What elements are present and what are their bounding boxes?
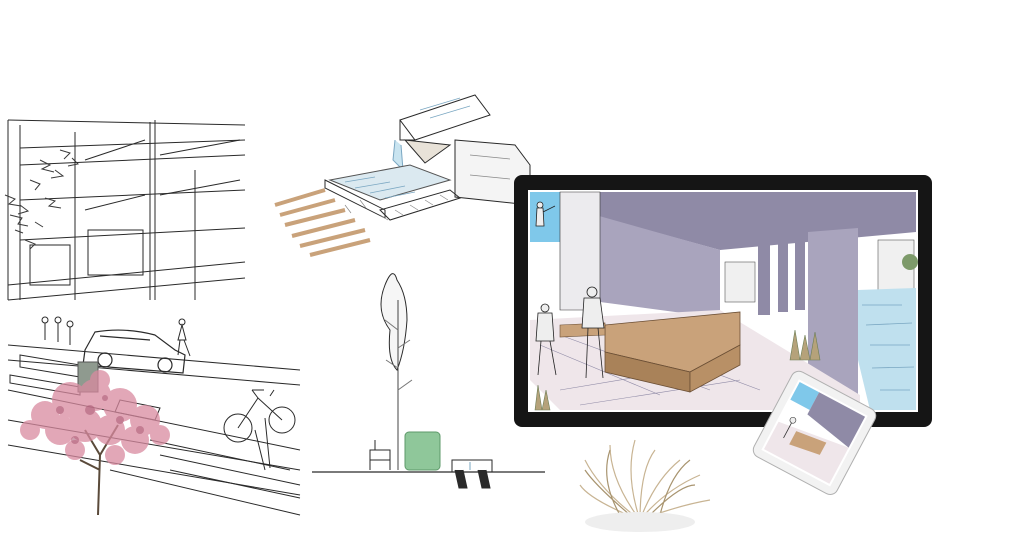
wood-deck-lines xyxy=(274,188,371,257)
blossom-tree xyxy=(20,370,170,516)
hanging-foliage xyxy=(4,149,80,250)
paving-texture xyxy=(344,154,511,221)
water-channel-sketch xyxy=(274,94,531,257)
water-ripples xyxy=(344,97,471,199)
monitor-screen xyxy=(528,190,918,412)
bicycles xyxy=(223,389,296,471)
section-sketch xyxy=(312,273,545,489)
tablet xyxy=(752,370,877,496)
screen-people xyxy=(535,201,605,379)
section-bench xyxy=(369,440,391,470)
building-facade xyxy=(7,119,246,301)
section-hedge xyxy=(404,431,441,471)
car xyxy=(82,329,186,374)
ornamental-grass xyxy=(579,439,711,532)
tablet-screen xyxy=(761,379,868,487)
section-tree xyxy=(380,273,408,371)
monitor xyxy=(514,175,932,427)
pedestrians xyxy=(41,316,191,357)
street-sketch xyxy=(4,119,301,516)
